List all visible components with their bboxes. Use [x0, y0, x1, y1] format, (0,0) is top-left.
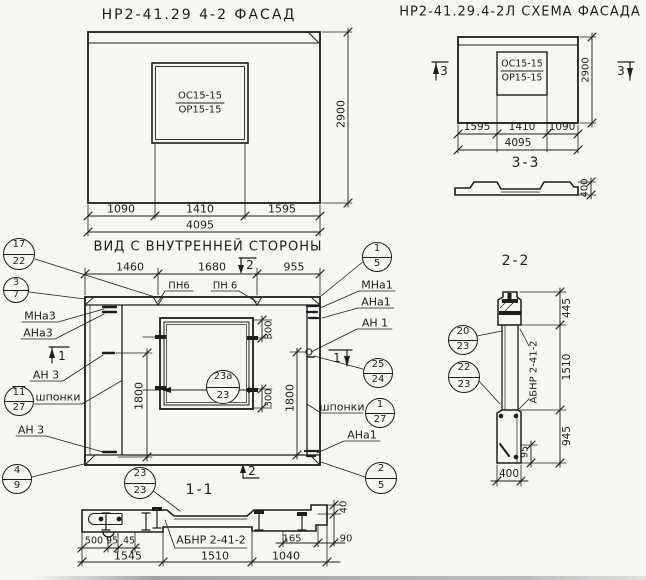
- dim-1545: 1545: [114, 549, 142, 563]
- label-mna3: МНа3: [24, 309, 56, 323]
- inner-view-title: ВИД С ВНУТРЕННЕЙ СТОРОНЫ: [93, 239, 323, 255]
- facade-dim-2900: 2900: [334, 100, 348, 128]
- scheme-dim-1410: 1410: [508, 121, 536, 133]
- scheme-window-mark-top: ОС15-15: [501, 58, 543, 70]
- scheme-window-mark-bottom: ОР15-15: [501, 72, 543, 84]
- scheme-linework: [431, 32, 635, 200]
- label-an3-top: АН 3: [32, 368, 60, 382]
- inner-dim-300-bottom: 300: [263, 388, 275, 408]
- label-shponki-left: шпонки: [35, 390, 81, 404]
- dim-1040: 1040: [272, 549, 300, 563]
- dim-45: 45: [122, 535, 136, 547]
- inner-dim-1680: 1680: [198, 260, 226, 274]
- facade-dim-1410: 1410: [186, 202, 214, 216]
- inner-dim-1800-right: 1800: [283, 384, 297, 412]
- label-an3-bottom: АН 3: [17, 423, 45, 437]
- label-ana1-bottom: АНа1: [347, 428, 377, 442]
- dim-400-22: 400: [498, 468, 520, 480]
- facade-dim-1090: 1090: [107, 202, 135, 216]
- scheme-section-mark-right: 3: [617, 64, 625, 78]
- label-abnr-2-2: АБНР 2-41-2: [528, 340, 540, 404]
- inner-view-linework: [15, 257, 396, 479]
- section-2-2-linework: [476, 287, 567, 487]
- section-1-1-title: 1-1: [185, 482, 215, 498]
- dim-165: 165: [282, 533, 302, 545]
- section-mark-2-top: 2: [246, 258, 254, 272]
- label-abnr-1-1: АБНР 2-41-2: [176, 533, 246, 547]
- section-mark-1-right: 1: [333, 351, 341, 365]
- scheme-dim-1595: 1595: [463, 121, 491, 133]
- facade-window-mark-bottom: ОР15-15: [178, 104, 222, 116]
- facade-dim-1595: 1595: [268, 202, 296, 216]
- dim-95: 95: [105, 535, 119, 547]
- inner-dim-1800-left: 1800: [132, 382, 146, 410]
- dim-95-22: 95: [519, 445, 531, 459]
- dim-445: 445: [561, 297, 573, 319]
- dim-1510: 1510: [201, 549, 229, 563]
- section-mark-2-bottom: 2: [248, 464, 256, 478]
- label-pn6-right: ПН 6: [212, 280, 238, 292]
- inner-dim-1460: 1460: [116, 260, 144, 274]
- label-an1: АН 1: [361, 316, 389, 330]
- section-2-2-title: 2-2: [501, 253, 531, 269]
- label-shponki-right: шпонки: [319, 400, 365, 414]
- dim-1510-22: 1510: [561, 353, 573, 381]
- scheme-dim-4095: 4095: [504, 137, 532, 149]
- facade-dim-4095: 4095: [186, 218, 214, 232]
- label-mna1: МНа1: [361, 278, 393, 292]
- facade-window-mark-top: ОС15-15: [178, 90, 222, 102]
- dim-945: 945: [561, 425, 573, 447]
- label-ana3: АНа3: [23, 326, 53, 340]
- section-3-3-title: 3-3: [511, 155, 541, 171]
- scheme-dim-2900: 2900: [580, 57, 592, 83]
- dim-90: 90: [339, 533, 353, 545]
- dim-40: 40: [338, 500, 350, 514]
- facade-title: НР2-41.29 4-2 ФАСАД: [101, 7, 297, 23]
- scheme-title: НР2-41.29.4-2Л СХЕМА ФАСАДА: [399, 4, 641, 20]
- scan-artifact: [30, 576, 646, 580]
- section-mark-1-left: 1: [58, 349, 66, 363]
- scheme-dim-1090: 1090: [548, 121, 576, 133]
- dim-500: 500: [84, 535, 104, 547]
- facade-linework: [83, 27, 353, 237]
- inner-dim-955: 955: [283, 260, 305, 274]
- label-ana1-top: АНа1: [361, 295, 391, 309]
- scheme-dim-400: 400: [579, 178, 591, 198]
- section-1-1-linework: [77, 489, 346, 567]
- inner-dim-300-top: 300: [263, 320, 275, 340]
- scheme-section-mark-left: 3: [440, 64, 448, 78]
- label-pn6-left: ПН6: [168, 280, 190, 292]
